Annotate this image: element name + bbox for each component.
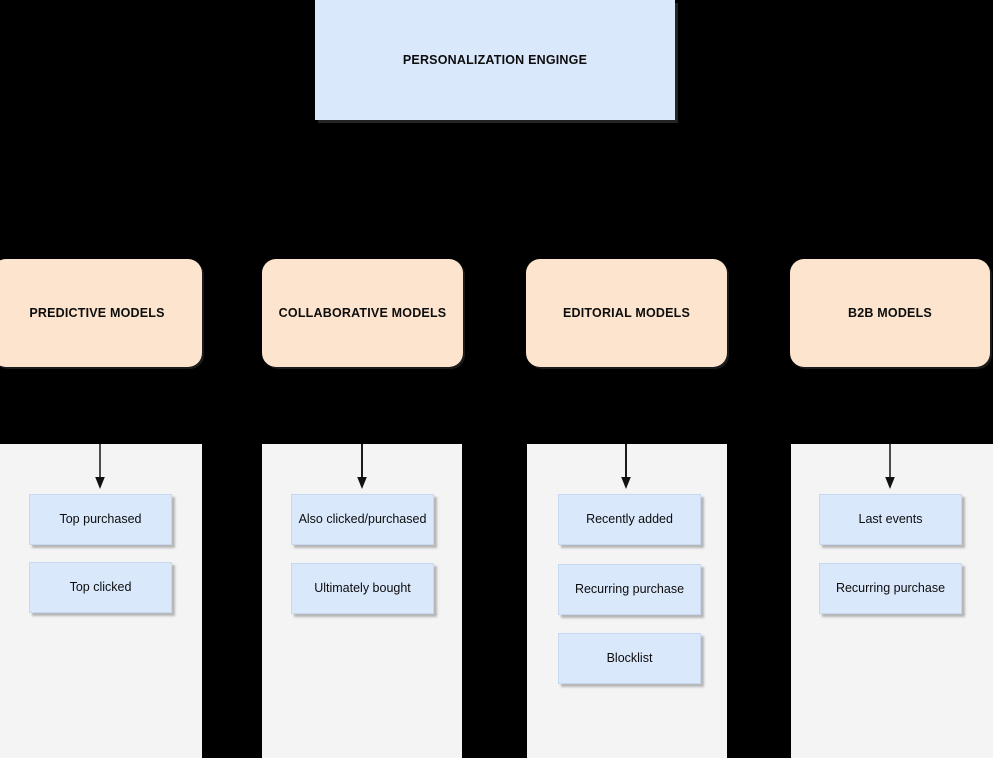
item-label-ultimately-bought: Ultimately bought [314, 580, 411, 595]
item-label-top-clicked: Top clicked [69, 579, 132, 594]
item-label-also-clicked-purchased: Also clicked/purchased [298, 511, 427, 526]
item-label-recurring-purchase-b2b: Recurring purchase [835, 580, 946, 595]
item-box-recurring-purchase-editorial[interactable]: Recurring purchase [558, 564, 701, 615]
arrow-editorial [619, 444, 633, 490]
model-box-b2b[interactable]: B2B MODELS [790, 259, 990, 367]
item-box-recently-added[interactable]: Recently added [558, 494, 701, 545]
model-label-collaborative: COLLABORATIVE MODELS [278, 306, 447, 320]
item-label-recently-added: Recently added [586, 511, 673, 526]
item-box-blocklist[interactable]: Blocklist [558, 633, 701, 684]
item-box-last-events[interactable]: Last events [819, 494, 962, 545]
personalization-engine-box[interactable]: PERSONALIZATION ENGINGE [315, 0, 675, 120]
item-label-blocklist: Blocklist [606, 650, 653, 665]
item-label-recurring-purchase-editorial: Recurring purchase [574, 581, 685, 596]
item-label-last-events: Last events [858, 511, 923, 526]
model-label-b2b: B2B MODELS [848, 306, 932, 320]
item-box-top-clicked[interactable]: Top clicked [29, 562, 172, 613]
model-box-editorial[interactable]: EDITORIAL MODELS [526, 259, 727, 367]
item-box-also-clicked-purchased[interactable]: Also clicked/purchased [291, 494, 434, 545]
arrow-predictive [93, 444, 107, 490]
model-box-collaborative[interactable]: COLLABORATIVE MODELS [262, 259, 463, 367]
item-box-top-purchased[interactable]: Top purchased [29, 494, 172, 545]
personalization-engine-label: PERSONALIZATION ENGINGE [402, 53, 588, 67]
arrow-collaborative [355, 444, 369, 490]
item-label-top-purchased: Top purchased [59, 511, 142, 526]
item-box-recurring-purchase-b2b[interactable]: Recurring purchase [819, 563, 962, 614]
model-label-predictive: PREDICTIVE MODELS [29, 306, 165, 320]
item-box-ultimately-bought[interactable]: Ultimately bought [291, 563, 434, 614]
arrow-b2b [883, 444, 897, 490]
model-label-editorial: EDITORIAL MODELS [562, 306, 691, 320]
model-box-predictive[interactable]: PREDICTIVE MODELS [0, 259, 202, 367]
